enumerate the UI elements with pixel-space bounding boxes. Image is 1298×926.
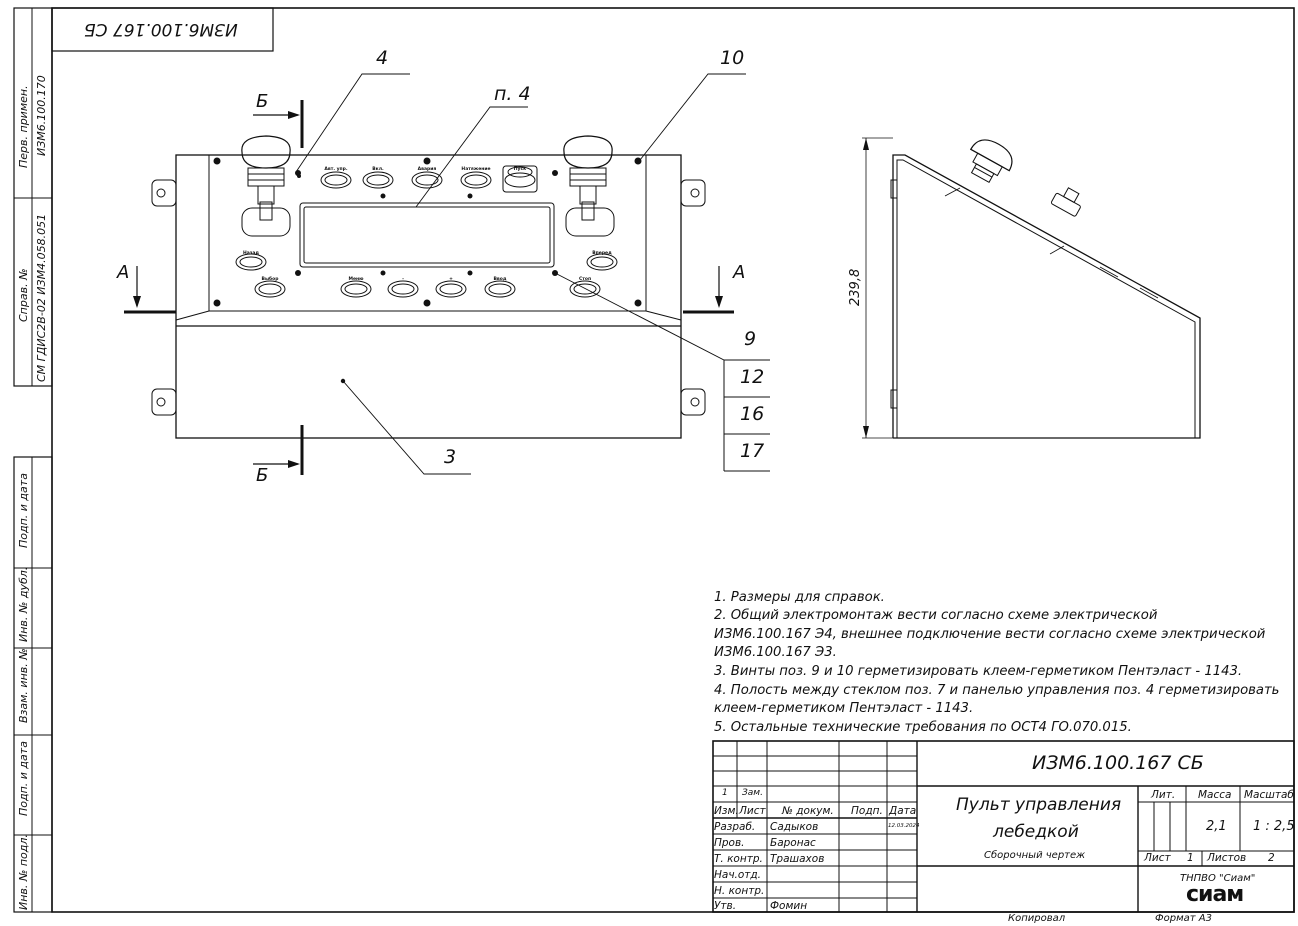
tb-sheet-label: Лист <box>1144 852 1171 864</box>
strip-perv-primen-value: ИЗМ6.100.170 <box>35 75 48 156</box>
side-mushroom-button <box>969 139 1013 184</box>
note-line: 3. Винты поз. 9 и 10 герметизировать кле… <box>714 664 1243 679</box>
section-a-right: А <box>733 262 746 283</box>
tb-name-utv: Фомин <box>770 900 808 912</box>
panel-label: Авт. упр. <box>324 167 348 172</box>
tb-copied: Копировал <box>1008 913 1066 924</box>
panel-label: Меню <box>348 277 364 282</box>
tb-col-list: Лист <box>739 805 766 817</box>
panel-label: Выбор <box>261 277 279 282</box>
note-line: 5. Остальные технические требования по О… <box>714 720 1132 735</box>
panel-label: Ввод <box>493 277 507 282</box>
panel-label: Пуск <box>513 167 527 172</box>
section-a-left: А <box>117 262 130 283</box>
section-b-top: Б <box>256 91 269 112</box>
strip-sprav-value: СМ ГДИС2В-02 ИЗМ4.058.051 <box>35 213 48 382</box>
strip-podp-data-2: Подп. и дата <box>17 741 30 816</box>
callout-pos4: 4 <box>376 47 389 69</box>
tb-row-nkontr: Н. контр. <box>714 885 765 897</box>
tb-scale-label: Масштаб <box>1244 789 1294 801</box>
tb-row-razrab: Разраб. <box>714 821 756 833</box>
buttons-bottom-row <box>254 280 601 298</box>
tb-row-utv: Утв. <box>714 900 737 912</box>
tb-mass-value: 2,1 <box>1206 819 1227 834</box>
screws <box>213 157 642 384</box>
note-line: 2. Общий электромонтаж вести согласно сх… <box>714 608 1158 623</box>
callout-p4: п. 4 <box>494 83 531 105</box>
note-line: ИЗМ6.100.167 Э4, внешнее подключение вес… <box>714 627 1266 642</box>
panel-label: + <box>449 277 453 282</box>
note-line: 4. Полость между стеклом поз. 7 и панель… <box>714 683 1280 698</box>
side-view <box>862 137 1201 439</box>
panel-label: Вперед <box>592 251 612 256</box>
panel-label: Стоп <box>578 277 592 282</box>
strip-podp-data-1: Подп. и дата <box>17 473 30 548</box>
mirrored-drawing-code: ИЗМ6.100.167 СБ <box>84 19 238 39</box>
buttons-top-row <box>320 165 538 193</box>
tb-name-tkontr: Трашахов <box>770 853 825 865</box>
emergency-button-left <box>241 135 291 237</box>
tb-sheets-value: 2 <box>1268 852 1275 864</box>
strip-vzam-inv: Взам. инв. № <box>17 648 30 723</box>
tb-col-date: Дата <box>889 805 917 817</box>
tb-row-nachotd: Нач.отд. <box>714 869 762 881</box>
tb-doc-type: Сборочный чертеж <box>984 850 1086 861</box>
tb-name-line1: Пульт управления <box>956 795 1122 815</box>
tb-name-prov: Баронас <box>770 837 816 849</box>
callout-pos9: 9 <box>744 328 757 350</box>
tb-date-razrab: 12.03.2024 <box>888 823 920 829</box>
tb-row-tkontr: Т. контр. <box>714 853 763 865</box>
tb-name-razrab: Садыков <box>770 821 819 833</box>
emergency-button-right <box>563 135 615 237</box>
section-b-bottom: Б <box>256 465 269 486</box>
tb-sheet-value: 1 <box>1187 852 1194 864</box>
tb-col-doc: № докум. <box>782 805 834 817</box>
front-view <box>124 73 770 475</box>
sheet-frame <box>13 7 1295 913</box>
strip-sprav-label: Справ. № <box>17 268 30 322</box>
tb-sheets-label: Листов <box>1207 852 1247 864</box>
panel-label: Натяжение <box>461 167 491 172</box>
tb-col-izm: Изм. <box>714 805 739 817</box>
note-line: клеем-герметиком Пентэласт - 1143. <box>714 701 974 716</box>
panel-label: - <box>402 277 404 282</box>
tb-designation: ИЗМ6.100.167 СБ <box>1032 752 1204 774</box>
company-logo: сиам <box>1186 882 1244 907</box>
panel-label: Авария <box>417 167 437 172</box>
tb-rev-num: 1 <box>722 788 728 798</box>
tb-name-line2: лебедкой <box>993 822 1079 842</box>
callout-pos16: 16 <box>740 403 765 425</box>
panel-label: Назад <box>242 251 260 256</box>
strip-inv-dubl: Инв. № дубл. <box>17 566 30 642</box>
dimension-height: 239,8 <box>848 268 863 306</box>
tb-org: ТНПВО "Сиам" <box>1180 873 1256 884</box>
tb-lit-label: Лит. <box>1151 789 1176 801</box>
note-line: ИЗМ6.100.167 Э3. <box>714 645 837 660</box>
tb-col-sign: Подп. <box>851 805 883 817</box>
panel-label: Вкл. <box>372 167 384 172</box>
tb-format: Формат А3 <box>1155 913 1212 924</box>
callout-pos12: 12 <box>740 366 765 388</box>
callout-pos10: 10 <box>720 47 745 69</box>
tb-rev-zam: Зам. <box>742 788 763 798</box>
strip-perv-primen-label: Перв. примен. <box>17 85 30 168</box>
title-block-lines <box>712 740 1295 913</box>
tb-scale-value: 1 : 2,5 <box>1253 819 1295 834</box>
tb-row-prov: Пров. <box>714 837 745 849</box>
tb-mass-label: Масса <box>1198 789 1232 801</box>
callout-pos3: 3 <box>444 446 457 468</box>
callout-pos17: 17 <box>740 440 765 462</box>
note-line: 1. Размеры для справок. <box>714 590 885 605</box>
strip-inv-podl: Инв. № подл. <box>17 834 30 910</box>
